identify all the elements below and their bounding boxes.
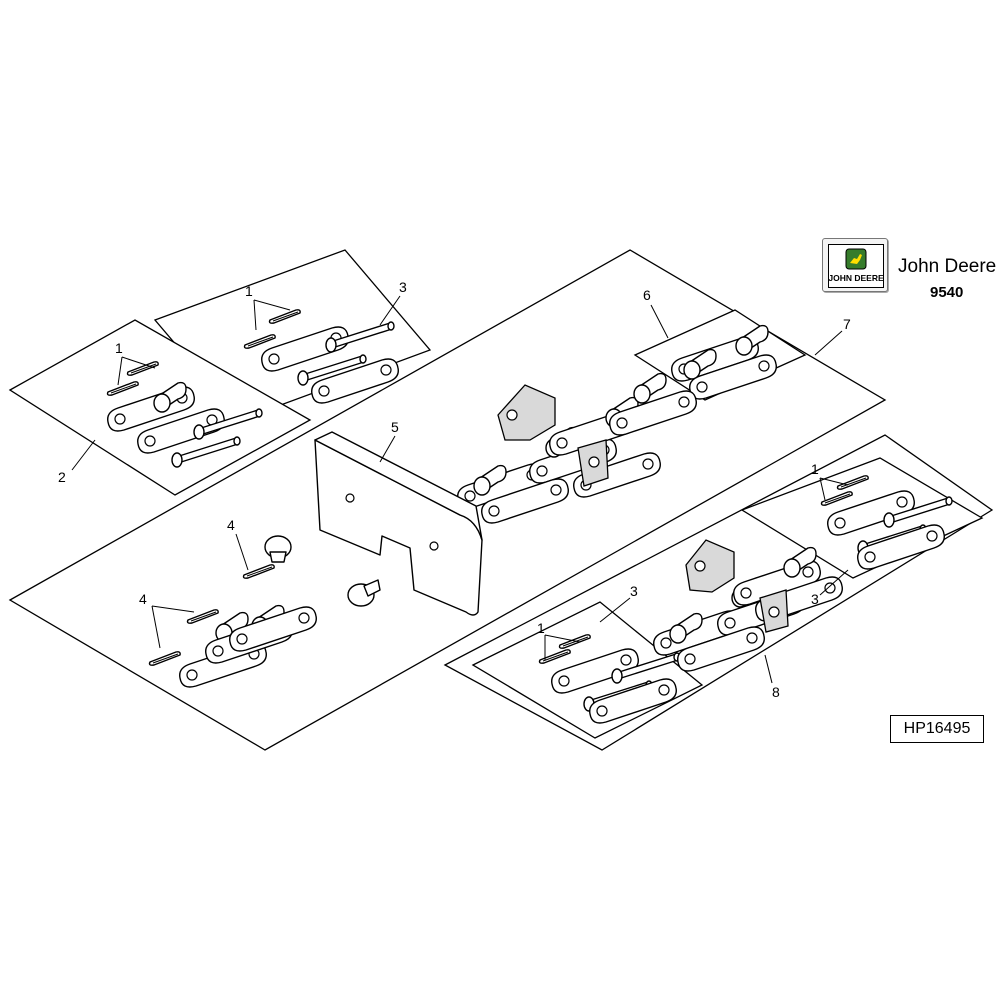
callout-6: 6 bbox=[643, 287, 651, 303]
callout-5: 5 bbox=[391, 419, 399, 435]
callout-3-lower: 3 bbox=[630, 583, 638, 599]
chain-with-attachment-alt bbox=[653, 539, 843, 672]
callout-4-lower: 4 bbox=[139, 591, 147, 607]
rivets-and-cotters bbox=[148, 535, 381, 666]
callout-1-lower: 1 bbox=[537, 620, 545, 636]
callout-1-left: 1 bbox=[115, 340, 123, 356]
callout-2: 2 bbox=[58, 469, 66, 485]
figure-reference: HP16495 bbox=[890, 715, 984, 743]
callout-8: 8 bbox=[772, 684, 780, 700]
callout-1-top: 1 bbox=[245, 283, 253, 299]
callout-7: 7 bbox=[843, 316, 851, 332]
model-number: 9540 bbox=[930, 284, 964, 301]
brand-block: JOHN DEERE John Deere 9540 bbox=[822, 238, 997, 308]
john-deere-logo: JOHN DEERE bbox=[822, 238, 888, 292]
callout-4-upper: 4 bbox=[227, 517, 235, 533]
callout-3-right: 3 bbox=[811, 591, 819, 607]
brand-name: John Deere bbox=[898, 256, 997, 277]
chain-with-attachment bbox=[457, 372, 697, 524]
leader-lines bbox=[71, 295, 849, 684]
deer-icon: JOHN DEERE bbox=[828, 248, 884, 283]
logo-text: JOHN DEERE bbox=[829, 273, 883, 283]
callout-3-top: 3 bbox=[399, 279, 407, 295]
wear-plate bbox=[314, 431, 483, 616]
callout-1-right: 1 bbox=[811, 461, 819, 477]
